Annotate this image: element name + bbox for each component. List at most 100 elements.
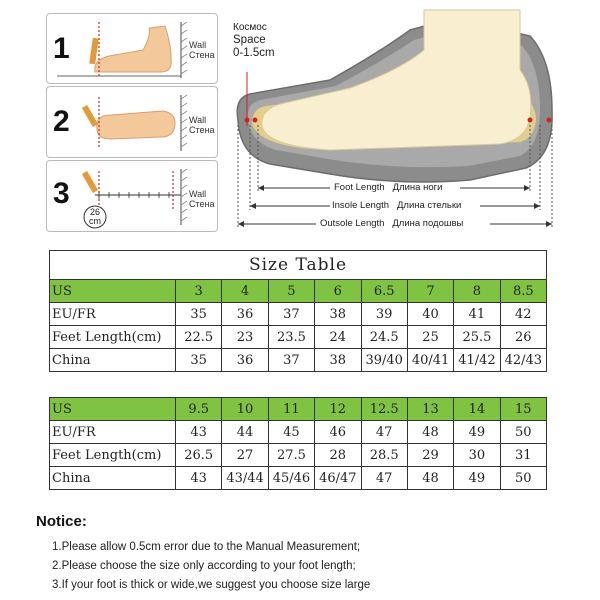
foot-length-text: Foot Length [334,182,385,193]
table-cell: 41/42 [453,348,501,372]
table-cell: 41 [453,302,501,326]
table-cell: 27 [221,443,269,467]
notice-line: 2.Please choose the size only according … [52,560,356,572]
foot-length-text-ru: Длина ноги [392,182,443,193]
table-cell: 13 [406,397,455,421]
table-cell: 12.5 [360,397,408,421]
table-cell: 39/40 [360,348,408,372]
table-cell: 43/44 [221,466,269,490]
table-row: US 3 4 5 6 6.5 7 8 8.5 [49,279,548,303]
step-2-panel: 2 Wall Стена [46,86,218,158]
outsole-length-text: Outsole Length [320,218,385,229]
foot-length-label: Foot Length Длина ноги [334,182,442,193]
table-cell: 23 [221,325,269,349]
table-row: China 43 43/44 45/46 46/47 47 48 49 50 [49,466,548,490]
row-label: China [49,348,176,372]
wall-text: Wall [189,115,207,125]
table-cell: 40/41 [406,348,455,372]
table-cell: 42 [499,302,548,326]
foot-shape [261,9,532,151]
table-cell: 40 [406,302,455,326]
shoe-cross-section-illustration [236,9,553,228]
space-range: 0-1.5cm [233,47,275,59]
table-row: US 9.5 10 11 12 12.5 13 14 15 [49,397,548,421]
size-table-title: Size Table [49,250,547,280]
table-cell: 43 [174,420,223,444]
table-cell: 3 [174,279,223,303]
table-cell: 38 [314,302,362,326]
table-cell: 24.5 [360,325,408,349]
table-cell: 8 [453,279,501,303]
table-cell: 39 [360,302,408,326]
table-cell: 11 [267,397,316,421]
table-cell: 46 [314,420,362,444]
table-cell: 22.5 [174,325,223,349]
insole-length-text-ru: Длина стельки [396,200,462,211]
space-text: Space [233,34,266,46]
row-label: EU/FR [49,302,176,326]
table-cell: 9.5 [174,397,223,421]
step-1-panel: 1 Wall Стена [46,13,218,84]
length-dimension-lines [238,187,552,225]
insole-length-label: Insole Length Длина стельки [332,200,461,211]
table-cell: 37 [267,302,316,326]
row-label: Feet Length(cm) [49,443,176,467]
table-row: Feet Length(cm) 26.5 27 27.5 28 28.5 29 … [49,443,548,467]
table-cell: 26 [499,325,548,349]
row-label: US [49,279,176,303]
step-number: 3 [53,177,70,210]
table-cell: 50 [499,420,548,444]
table-cell: 45 [267,420,316,444]
row-label: Feet Length(cm) [49,325,176,349]
table-cell: 36 [221,348,269,372]
table-cell: 28.5 [360,443,408,467]
table-cell: 8.5 [499,279,548,303]
table-cell: 35 [174,348,223,372]
wall-text-ru: Стена [189,50,215,60]
step-number: 2 [53,105,70,138]
space-marker-left-outer [244,117,250,123]
table-cell: 23.5 [267,325,316,349]
wall-label: Wall Стена [189,189,215,209]
table-row: China 35 36 37 38 39/40 40/41 41/42 42/4… [49,348,548,372]
table-cell: 44 [221,420,269,444]
table-cell: 49 [453,466,501,490]
table-row: EU/FR 35 36 37 38 39 40 41 42 [49,302,548,326]
row-label: EU/FR [49,420,176,444]
space-marker-right-inner [527,117,533,123]
table-cell: 25 [406,325,455,349]
outsole-length-label: Outsole Length Длина подошвы [320,218,463,229]
table-cell: 26.5 [174,443,223,467]
step-3-panel: 3 26 cm Wall Стена [46,160,218,232]
table-cell: 42/43 [499,348,548,372]
table-cell: 24 [314,325,362,349]
notice-line: 3.If your foot is thick or wide,we sugge… [52,579,371,591]
space-marker-right-outer [546,117,552,123]
table-cell: 49 [453,420,501,444]
table-cell: 27.5 [267,443,316,467]
wall-text-ru: Стена [189,199,215,209]
table-cell: 48 [406,420,455,444]
table-cell: 35 [174,302,223,326]
table-cell: 15 [499,397,548,421]
wall-text: Wall [189,40,207,50]
table-cell: 10 [221,397,269,421]
insole-length-text: Insole Length [332,200,390,211]
table-cell: 37 [267,348,316,372]
table-cell: 14 [453,397,501,421]
outsole-length-text-ru: Длина подошвы [392,218,464,229]
table-cell: 48 [406,466,455,490]
table-cell: 50 [499,466,548,490]
foot-measure-step-2-illustration [81,94,188,151]
size-table: Size Table US 3 4 5 6 6.5 7 8 8.5 EU/FR … [49,250,548,372]
row-label: China [49,466,176,490]
table-cell: 12 [314,397,362,421]
foot-measure-step-1-illustration [57,21,188,78]
measure-value: 26 cm [85,208,105,226]
foot-measure-step-3-illustration [81,168,188,229]
wall-text: Wall [189,189,207,199]
notice-line: 1.Please allow 0.5cm error due to the Ma… [52,541,361,553]
space-label: Космос Space 0-1.5cm [233,22,275,60]
measure-unit: cm [89,216,101,226]
table-cell: 6 [314,279,362,303]
